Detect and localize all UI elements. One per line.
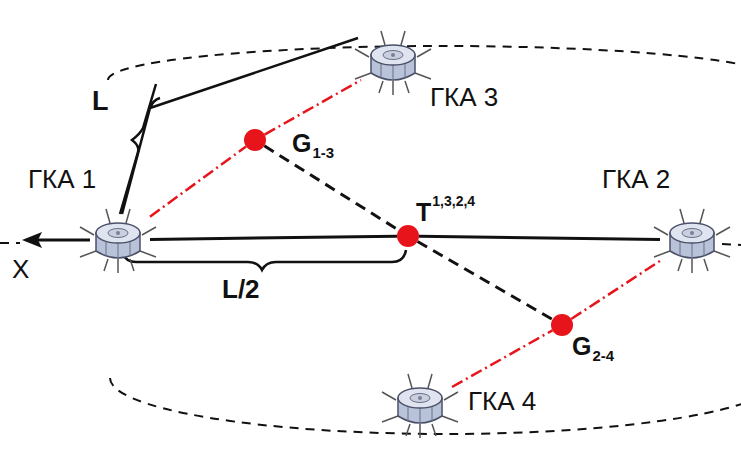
satellite-node: ГКА 1 — [86, 213, 150, 267]
satellite-node: ГКА 2 — [660, 213, 724, 267]
satellite-icon — [388, 378, 452, 432]
orbit-middle — [722, 244, 741, 245]
point-marker: G1-3 — [244, 129, 266, 151]
node-label: ГКА 4 — [468, 388, 536, 414]
center-dashed-line — [418, 242, 553, 320]
satellite-icon — [361, 35, 425, 89]
superscript-index: 1,3,2,4 — [432, 194, 475, 208]
dimension-label: L/2 — [222, 276, 260, 302]
subscript-index: 2-4 — [592, 348, 614, 363]
brace — [120, 84, 156, 214]
baseline-dashdot — [265, 80, 361, 135]
dimension-label: L — [92, 88, 109, 115]
axis-arrowhead — [22, 232, 42, 248]
dimension-bracket — [122, 38, 358, 214]
subscript-index: 1-3 — [312, 145, 334, 160]
node-label: ГКА 3 — [430, 84, 498, 110]
orbit-lower — [110, 378, 741, 434]
point-marker: G2-4 — [551, 314, 573, 336]
node-label: ГКА 2 — [602, 166, 670, 192]
orbit-middle — [0, 242, 20, 244]
axis-label: X — [12, 256, 29, 282]
satellite-node: ГКА 3 — [361, 35, 425, 89]
orbit-upper — [108, 46, 741, 80]
axis-line — [150, 236, 397, 239]
satellite-icon — [660, 213, 724, 267]
baseline-dashdot — [150, 146, 246, 216]
baseline-dashdot — [452, 330, 552, 387]
node-label: G — [572, 334, 591, 359]
satellite-icon — [86, 213, 150, 267]
dimension-bracket — [122, 250, 406, 270]
node-label: G — [292, 131, 311, 156]
node-label: ГКА 1 — [28, 166, 96, 192]
node-label: T — [416, 200, 431, 225]
axis-line — [34, 239, 90, 242]
axis-line — [419, 236, 660, 239]
satellite-node: ГКА 4 — [388, 378, 452, 432]
point-marker: T1,3,2,4 — [397, 225, 419, 247]
baseline-dashdot — [571, 261, 660, 319]
